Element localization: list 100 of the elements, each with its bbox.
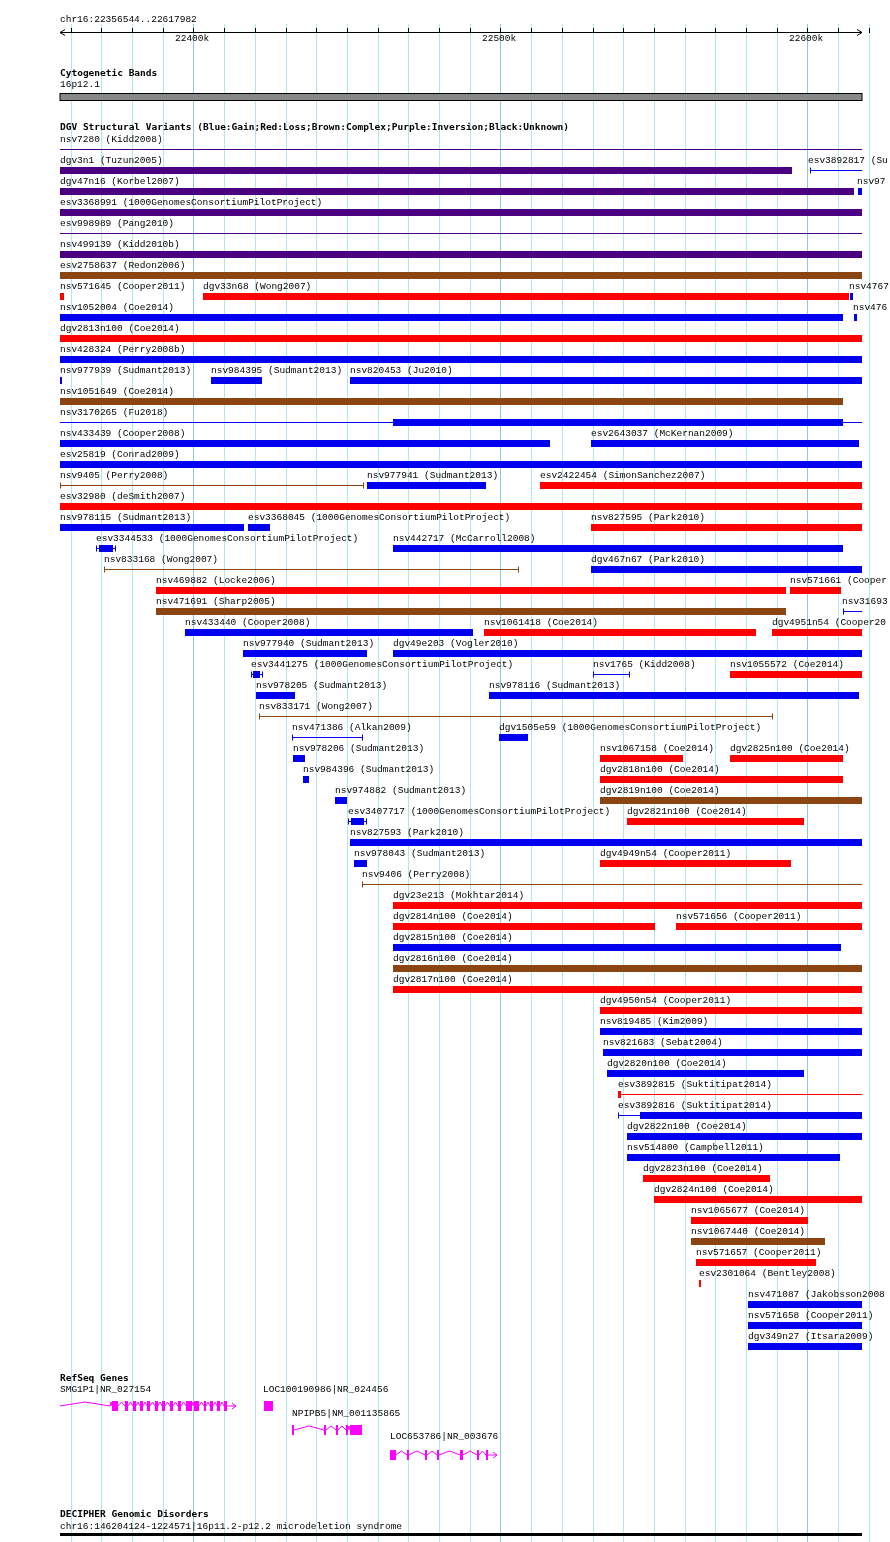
variant-label: dgv2815n100 (Coe2014)	[393, 932, 513, 944]
variant-label: nsv571661 (Cooper	[790, 575, 887, 587]
variant-label: nsv471087 (Jakobsson2008	[748, 1289, 885, 1301]
variant-label: nsv974882 (Sudmant2013)	[335, 785, 467, 797]
variant-label: nsv571645 (Cooper2011)	[60, 281, 186, 293]
variant-label: nsv833168 (Wong2007)	[104, 554, 219, 566]
variant-label: dgv4951n54 (Cooper20	[772, 617, 887, 629]
variant-label: nsv4767	[849, 281, 889, 293]
variant-label: dgv4949n54 (Cooper2011)	[600, 848, 732, 860]
variant-label: nsv978205 (Sudmant2013)	[256, 680, 388, 692]
variant-label: nsv514800 (Campbell2011)	[627, 1142, 764, 1154]
scale-label: 22600k	[789, 33, 824, 45]
variant-label: esv3407717 (1000GenomesConsortiumPilotProject)	[348, 806, 611, 818]
variant-label: nsv978043 (Sudmant2013)	[354, 848, 486, 860]
track-title: DECIPHER Genomic Disorders	[60, 1508, 209, 1520]
variant-label: nsv1765 (Kidd2008)	[593, 659, 696, 671]
variant-label: nsv827595 (Park2010)	[591, 512, 706, 524]
gene-label: LOC100190986|NR_024456	[263, 1384, 389, 1396]
variant-label: dgv1505e59 (1000GenomesConsortiumPilotProject)	[499, 722, 762, 734]
variant-label: dgv33n68 (Wong2007)	[203, 281, 312, 293]
variant-label: nsv1061418 (Coe2014)	[484, 617, 599, 629]
variant-label: nsv833171 (Wong2007)	[259, 701, 374, 713]
variant-label: esv25819 (Conrad2009)	[60, 449, 180, 461]
variant-label: dgv2818n100 (Coe2014)	[600, 764, 720, 776]
variant-label: nsv977940 (Sudmant2013)	[243, 638, 375, 650]
variant-label: nsv471691 (Sharp2005)	[156, 596, 276, 608]
gene-label: LOC653786|NR_003676	[390, 1431, 499, 1443]
variant-label: nsv977941 (Sudmant2013)	[367, 470, 499, 482]
variant-label: esv2758637 (Redon2006)	[60, 260, 186, 272]
variant-label: dgv47n16 (Korbel2007)	[60, 176, 180, 188]
variant-label: nsv820453 (Ju2010)	[350, 365, 453, 377]
variant-label: nsv471386 (Alkan2009)	[292, 722, 412, 734]
variant-label: nsv1067440 (Coe2014)	[691, 1226, 806, 1238]
gene-label: SMG1P1|NR_027154	[60, 1384, 152, 1396]
variant-label: dgv2814n100 (Coe2014)	[393, 911, 513, 923]
variant-label: nsv984395 (Sudmant2013)	[211, 365, 343, 377]
variant-label: dgv2813n100 (Coe2014)	[60, 323, 180, 335]
scale-label: 22400k	[175, 33, 210, 45]
scale-label: 22500k	[482, 33, 517, 45]
variant-label: dgv2823n100 (Coe2014)	[643, 1163, 763, 1175]
variant-label: dgv2821n100 (Coe2014)	[627, 806, 747, 818]
variant-label: nsv978206 (Sudmant2013)	[293, 743, 425, 755]
variant-label: esv2422454 (SimonSanchez2007)	[540, 470, 706, 482]
variant-label: dgv23e213 (Mokhtar2014)	[393, 890, 525, 902]
variant-label: esv3441275 (1000GenomesConsortiumPilotProject)	[251, 659, 514, 671]
variant-label: nsv977939 (Sudmant2013)	[60, 365, 192, 377]
variant-label: nsv9406 (Perry2008)	[362, 869, 471, 881]
variant-label: dgv2824n100 (Coe2014)	[654, 1184, 774, 1196]
variant-label: nsv31693	[842, 596, 888, 608]
variant-label: nsv984396 (Sudmant2013)	[303, 764, 435, 776]
variant-label: nsv476	[853, 302, 888, 314]
variant-label: esv3368991 (1000GenomesConsortiumPilotProject)	[60, 197, 323, 209]
variant-label: dgv467n67 (Park2010)	[591, 554, 706, 566]
track-title: DGV Structural Variants (Blue:Gain;Red:Loss;Brown:Complex;Purple:Inversion;Black:Unknown)	[60, 121, 570, 133]
disorder-label: chr16:146204124-1224571|16p11.2-p12.2 microdeletion syndrome	[60, 1521, 403, 1533]
variant-label: nsv1051649 (Coe2014)	[60, 386, 175, 398]
variant-label: nsv1055572 (Coe2014)	[730, 659, 845, 671]
variant-label: esv998989 (Pang2010)	[60, 218, 175, 230]
variant-label: esv2301064 (Bentley2008)	[699, 1268, 836, 1280]
variant-label: nsv7280 (Kidd2008)	[60, 134, 163, 146]
variant-label: nsv433439 (Cooper2008)	[60, 428, 186, 440]
variant-label: dgv2816n100 (Coe2014)	[393, 953, 513, 965]
variant-label: dgv49e203 (Vogler2010)	[393, 638, 519, 650]
variant-label: dgv2817n100 (Coe2014)	[393, 974, 513, 986]
variant-label: esv32980 (deSmith2007)	[60, 491, 186, 503]
variant-label: nsv433440 (Cooper2008)	[185, 617, 311, 629]
variant-label: nsv9405 (Perry2008)	[60, 470, 169, 482]
gene-label: NPIPB5|NM_001135865	[292, 1408, 401, 1420]
variant-label: dgv2825n100 (Coe2014)	[730, 743, 850, 755]
variant-label: nsv571658 (Cooper2011)	[748, 1310, 874, 1322]
variant-label: esv3892815 (Suktitipat2014)	[618, 1079, 772, 1091]
variant-label: dgv2822n100 (Coe2014)	[627, 1121, 747, 1133]
variant-label: nsv3170265 (Fu2018)	[60, 407, 169, 419]
variant-label: nsv978115 (Sudmant2013)	[60, 512, 192, 524]
variant-label: nsv1067158 (Coe2014)	[600, 743, 715, 755]
variant-label: nsv571656 (Cooper2011)	[676, 911, 802, 923]
variant-label: nsv821683 (Sebat2004)	[603, 1037, 723, 1049]
variant-label: nsv1052004 (Coe2014)	[60, 302, 175, 314]
cytoband-label: 16p12.1	[60, 79, 100, 91]
variant-label: esv3892817 (Su	[808, 155, 888, 167]
track-title: Cytogenetic Bands	[60, 67, 158, 79]
variant-label: nsv819485 (Kim2009)	[600, 1016, 709, 1028]
variant-label: esv3344533 (1000GenomesConsortiumPilotProject)	[96, 533, 359, 545]
variant-label: nsv428324 (Perry2008b)	[60, 344, 186, 356]
variant-label: esv3368045 (1000GenomesConsortiumPilotProject)	[248, 512, 511, 524]
variant-label: dgv349n27 (Itsara2009)	[748, 1331, 874, 1343]
variant-label: nsv1065677 (Coe2014)	[691, 1205, 806, 1217]
variant-label: nsv97	[857, 176, 886, 188]
track-title: RefSeq Genes	[60, 1372, 129, 1384]
variant-label: nsv827593 (Park2010)	[350, 827, 465, 839]
variant-label: dgv4950n54 (Cooper2011)	[600, 995, 732, 1007]
location-label: chr16:22356544..22617982	[60, 14, 197, 26]
variant-label: nsv499139 (Kidd2010b)	[60, 239, 180, 251]
variant-label: esv2643037 (McKernan2009)	[591, 428, 734, 440]
variant-label: nsv442717 (McCarroll2008)	[393, 533, 536, 545]
variant-label: nsv571657 (Cooper2011)	[696, 1247, 822, 1259]
variant-label: esv3892816 (Suktitipat2014)	[618, 1100, 772, 1112]
variant-label: dgv2820n100 (Coe2014)	[607, 1058, 727, 1070]
variant-label: dgv2819n100 (Coe2014)	[600, 785, 720, 797]
variant-label: dgv3n1 (Tuzun2005)	[60, 155, 163, 167]
